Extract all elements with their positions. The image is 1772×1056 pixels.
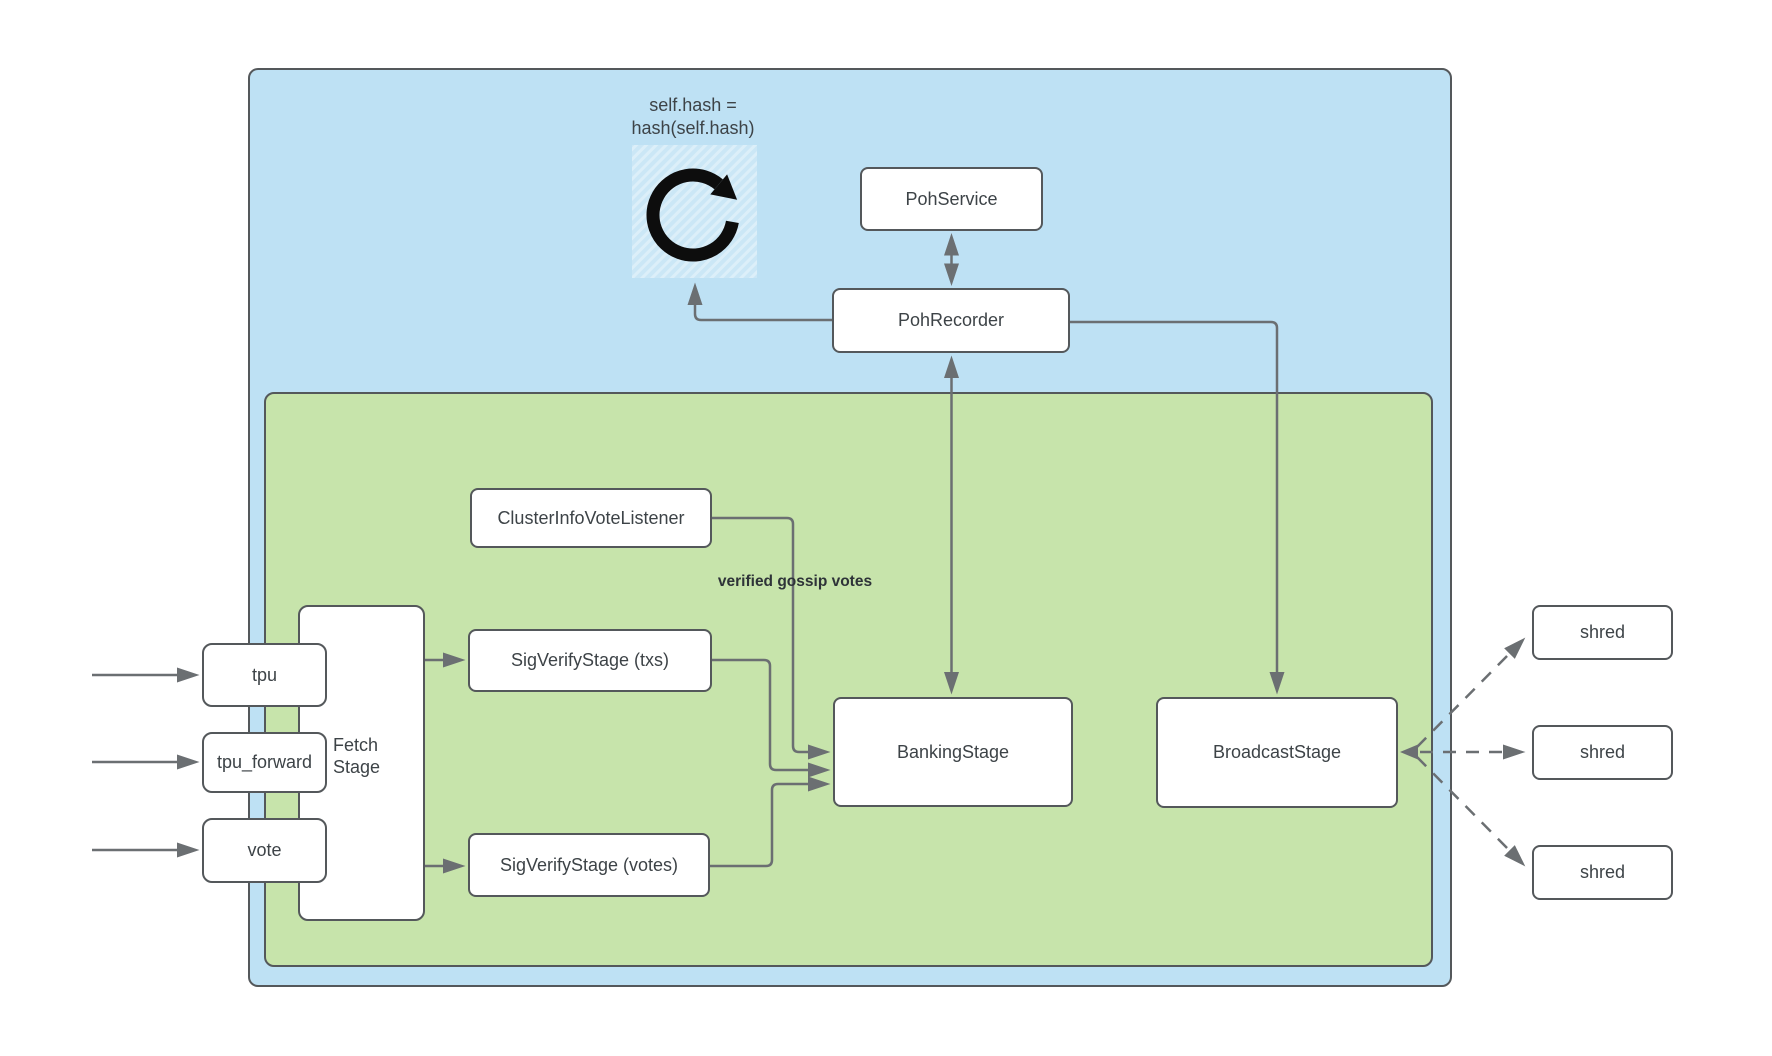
loop-icon-arc — [646, 168, 739, 262]
poh-service-label: PohService — [905, 188, 998, 209]
sig-verify-stage-txs-label: SigVerifyStage (txs) — [510, 650, 670, 670]
node-vote: vote — [202, 818, 327, 883]
connector-clusterinfovotelistener-bankingstage — [712, 516, 831, 760]
broadcast-stage-label: BroadcastStage — [1212, 742, 1342, 762]
clockwise-loop-icon — [632, 145, 757, 278]
shred-bottom-label: shred — [1579, 862, 1626, 882]
shred-middle-label: shred — [1579, 742, 1626, 762]
arrowhead-into-broadcaststage — [1400, 744, 1418, 760]
connector-pohrecorder-broadcaststage — [1070, 320, 1285, 695]
verified-gossip-votes-annotation: verified gossip votes — [717, 573, 873, 590]
connector-broadcaststage-shred-bottom — [1416, 756, 1526, 867]
tpu-label: tpu — [251, 664, 278, 685]
node-banking-stage: BankingStage — [833, 697, 1073, 807]
tpu-forward-label: tpu_forward — [216, 752, 313, 772]
node-poh-recorder: PohRecorder — [832, 288, 1070, 353]
node-sig-verify-stage-txs: SigVerifyStage (txs) — [468, 629, 712, 692]
node-tpu: tpu — [202, 643, 327, 707]
hash-loop-annotation: self.hash = hash(self.hash) — [631, 95, 755, 138]
connector-sigverifytxs-bankingstage — [712, 658, 831, 778]
node-cluster-info-vote-listener: ClusterInfoVoteListener — [470, 488, 712, 548]
cluster-info-vote-listener-label: ClusterInfoVoteListener — [497, 507, 685, 528]
banking-stage-label: BankingStage — [896, 741, 1010, 762]
loop-icon-arrowhead — [710, 174, 738, 200]
connector-pohrecorder-hashloop — [687, 282, 832, 322]
node-tpu-forward: tpu_forward — [202, 732, 327, 793]
vote-label: vote — [247, 840, 282, 860]
connector-broadcaststage-shred-top — [1416, 637, 1526, 748]
fetch-stage-label: Fetch Stage — [333, 735, 381, 777]
shred-top-label: shred — [1579, 622, 1626, 642]
node-sig-verify-stage-votes: SigVerifyStage (votes) — [468, 833, 710, 897]
node-poh-service: PohService — [860, 167, 1043, 231]
poh-recorder-label: PohRecorder — [897, 310, 1005, 330]
sig-verify-stage-votes-label: SigVerifyStage (votes) — [499, 854, 679, 875]
node-shred-top: shred — [1532, 605, 1673, 660]
connector-sigverifyvotes-bankingstage — [710, 776, 831, 868]
node-shred-middle: shred — [1532, 725, 1673, 780]
node-shred-bottom: shred — [1532, 845, 1673, 900]
node-broadcast-stage: BroadcastStage — [1156, 697, 1398, 808]
